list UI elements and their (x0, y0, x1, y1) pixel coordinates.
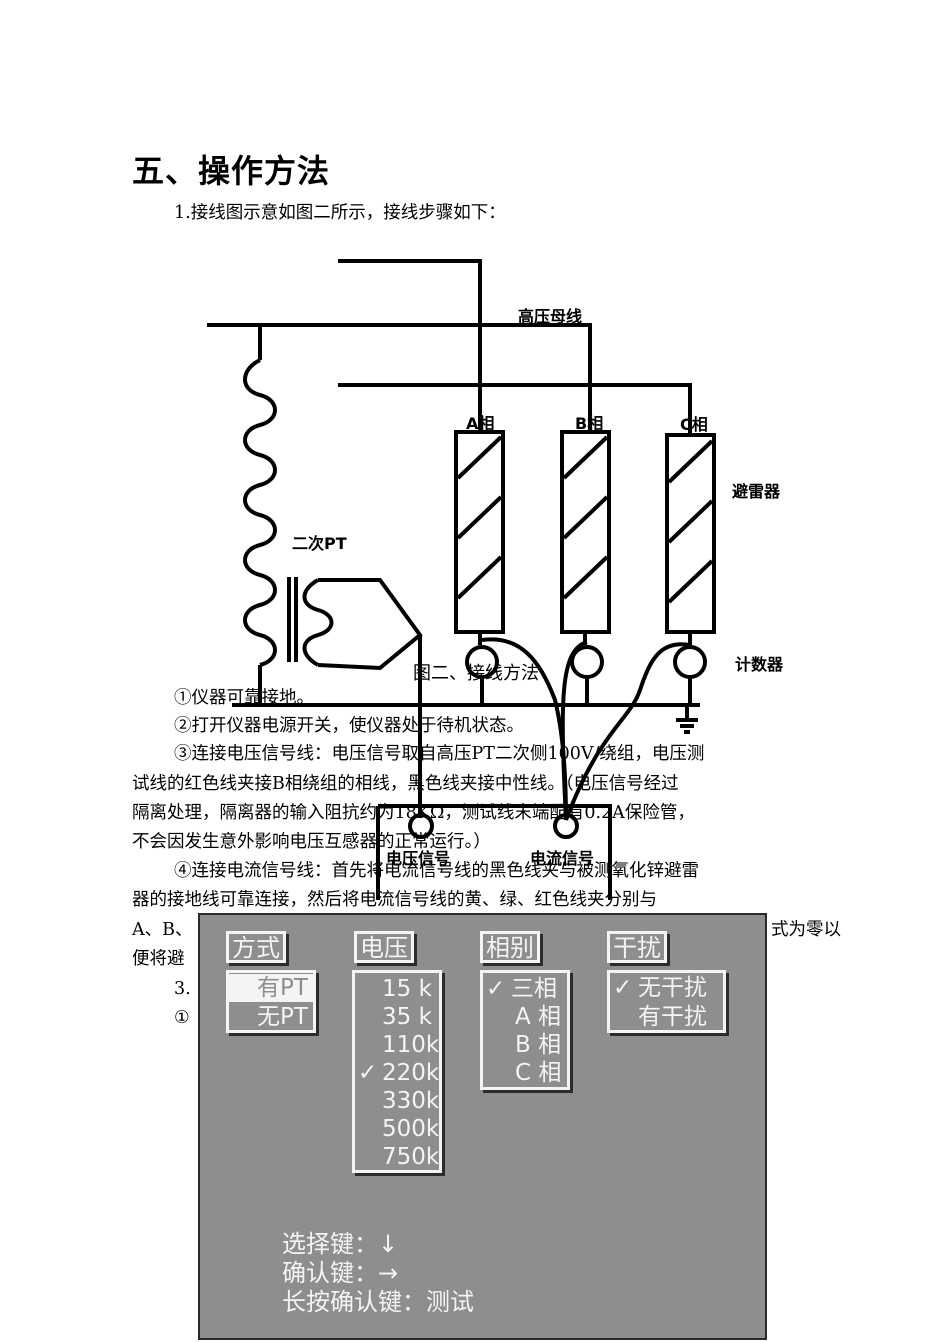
menu-item-phase-a[interactable]: A 相 (515, 1004, 562, 1030)
menu-item-330k[interactable]: 330k (382, 1088, 440, 1114)
menu-item-label: 无干扰 (638, 975, 707, 1001)
step-3-line-4: 不会因发生意外影响电压互感器的正常运行。） (132, 832, 491, 852)
bus-label: 高压母线 (518, 307, 583, 326)
step-4-line-2: 器的接地线可靠连接，然后将电流信号线的黄、绿、红色线夹分别与 (132, 890, 657, 910)
voltage-signal-label: 电压信号 (386, 849, 451, 868)
step-4-line-3-left: A、B、 (132, 920, 193, 940)
step-4-line-1: ④连接电流信号线：首先将电流信号线的黑色线夹与被测氧化锌避雷 (174, 861, 699, 881)
mode-menu: 有PT 无PT (226, 970, 316, 1033)
menu-item-220k[interactable]: ✓ 220k (355, 1059, 439, 1087)
help-confirm-key: 确认键：→ (282, 1259, 399, 1287)
intro-text: 1.接线图示意如图二所示，接线步骤如下： (174, 203, 506, 223)
menu-item-750k[interactable]: 750k (382, 1144, 440, 1170)
wiring-diagram (207, 259, 716, 900)
menu-item-label: 220k (382, 1060, 440, 1086)
step-4-line-4-left: 便将避 (132, 949, 185, 969)
step-4-line-3-right: 式为零以 (771, 920, 841, 940)
checkmark-icon: ✓ (358, 1060, 378, 1086)
tab-voltage[interactable]: 电压 (354, 931, 414, 963)
tab-phase[interactable]: 相别 (480, 931, 540, 963)
checkmark-icon: ✓ (613, 975, 633, 1001)
arrester-label: 避雷器 (732, 482, 781, 501)
current-signal-label: 电流信号 (530, 849, 595, 868)
menu-item-phase-c[interactable]: C 相 (515, 1060, 562, 1086)
step-6-left: ① (174, 1008, 190, 1028)
voltage-menu: 15 k 35 k 110k ✓ 220k 330k 500k 750k (352, 970, 442, 1173)
menu-item-35k[interactable]: 35 k (382, 1004, 432, 1030)
step-2: ②打开仪器电源开关，使仪器处于待机状态。 (174, 716, 524, 736)
step-5-left: 3. (174, 979, 191, 999)
menu-item-without-pt[interactable]: 无PT (257, 1004, 308, 1030)
menu-item-110k[interactable]: 110k (382, 1032, 440, 1058)
menu-item-three-phase[interactable]: ✓ 三相 (483, 975, 567, 1003)
menu-item-15k[interactable]: 15 k (382, 976, 432, 1002)
pt-label: 二次PT (292, 534, 347, 553)
step-3-line-2: 试线的红色线夹接B相绕组的相线，黑色线夹接中性线。（电压信号经过 (132, 774, 679, 794)
instrument-screen: 方式 电压 相别 干扰 有PT 无PT 15 k 35 k 110k ✓ 220… (198, 913, 767, 1340)
menu-item-with-pt[interactable]: 有PT (229, 974, 313, 1002)
phase-b-label: B相 (575, 414, 604, 433)
section-heading: 五、操作方法 (132, 152, 331, 190)
counter-label: 计数器 (735, 655, 784, 674)
help-select-key: 选择键：↓ (282, 1230, 399, 1258)
phase-menu: ✓ 三相 A 相 B 相 C 相 (480, 970, 570, 1090)
step-3-line-3: 隔离处理，隔离器的输入阻抗约为18KΩ，测试线末端配有0.2A保险管， (132, 803, 695, 823)
help-long-press: 长按确认键：测试 (282, 1288, 474, 1316)
checkmark-icon: ✓ (486, 976, 506, 1002)
menu-item-label: 三相 (511, 976, 557, 1002)
step-3-line-1: ③连接电压信号线：电压信号取自高压PT二次侧100V/绕组，电压测 (174, 744, 705, 764)
menu-item-500k[interactable]: 500k (382, 1116, 440, 1142)
tab-interference[interactable]: 干扰 (607, 931, 667, 963)
phase-c-label: C相 (680, 415, 708, 434)
step-1: ①仪器可靠接地。 (174, 688, 314, 708)
menu-item-with-interference[interactable]: 有干扰 (638, 1004, 707, 1030)
menu-item-no-interference[interactable]: ✓ 无干扰 (610, 974, 723, 1002)
menu-item-phase-b[interactable]: B 相 (515, 1032, 562, 1058)
interference-menu: ✓ 无干扰 有干扰 (607, 970, 726, 1033)
tab-mode[interactable]: 方式 (226, 931, 286, 963)
phase-a-label: A相 (466, 414, 495, 433)
figure-caption: 图二、接线方法 (413, 663, 539, 684)
